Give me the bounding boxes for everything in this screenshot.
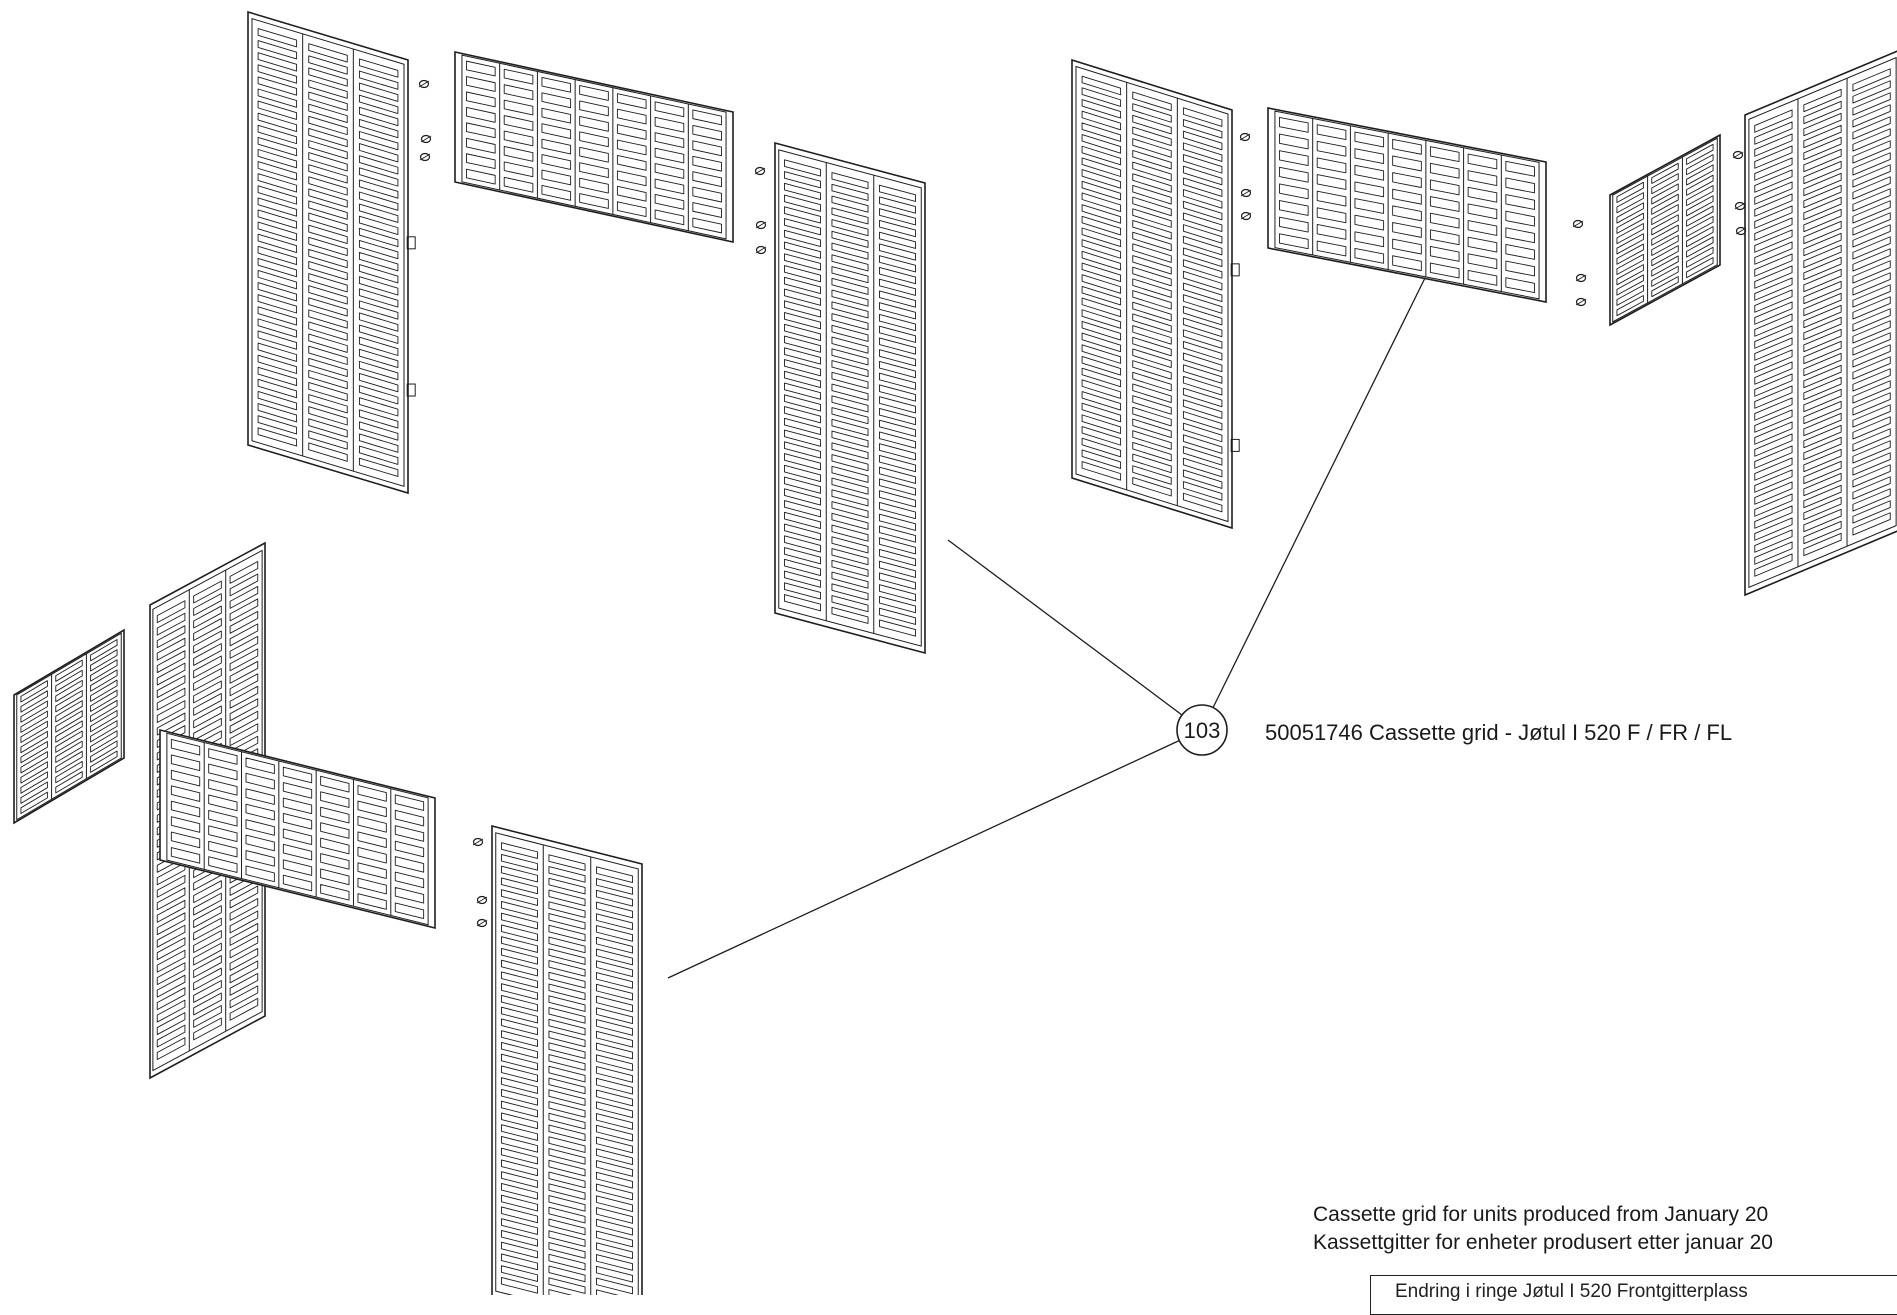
screws-a2 <box>754 166 767 255</box>
clipped-info-box: Endring i ringe Jøtul I 520 Frontgitterp… <box>1370 1275 1897 1315</box>
leader-line <box>667 729 1203 979</box>
callout-103[interactable]: 103 <box>1176 704 1228 756</box>
left-side-grid-upper <box>247 10 416 495</box>
top-grid-b <box>1267 107 1547 303</box>
screws-b3 <box>1732 150 1747 236</box>
top-grid-c <box>159 728 436 930</box>
screws-c1 <box>472 837 488 928</box>
grid-parts <box>13 10 1897 1295</box>
note-norwegian: Kassettgitter for enheter produsert ette… <box>1313 1231 1773 1254</box>
callout-number: 103 <box>1184 718 1221 743</box>
clipped-info-text: Endring i ringe Jøtul I 520 Frontgitterp… <box>1395 1281 1748 1302</box>
left-side-grid-b <box>1071 58 1240 530</box>
top-grid-a <box>454 51 734 243</box>
leader-line <box>1201 277 1426 731</box>
corner-grid-b <box>1609 133 1721 327</box>
leader-lines <box>667 277 1426 979</box>
leader-line <box>947 539 1203 731</box>
corner-grid-c <box>13 628 125 825</box>
right-side-grid-b <box>1744 50 1897 597</box>
right-side-grid-c <box>491 824 643 1295</box>
right-side-grid-a <box>774 141 926 655</box>
screws-b2 <box>1572 219 1587 307</box>
note-english: Cassette grid for units produced from Ja… <box>1313 1203 1769 1226</box>
screws-a1 <box>418 79 432 162</box>
screws-b1 <box>1239 132 1252 221</box>
part-number-label: 50051746 Cassette grid - Jøtul I 520 F /… <box>1265 720 1733 745</box>
